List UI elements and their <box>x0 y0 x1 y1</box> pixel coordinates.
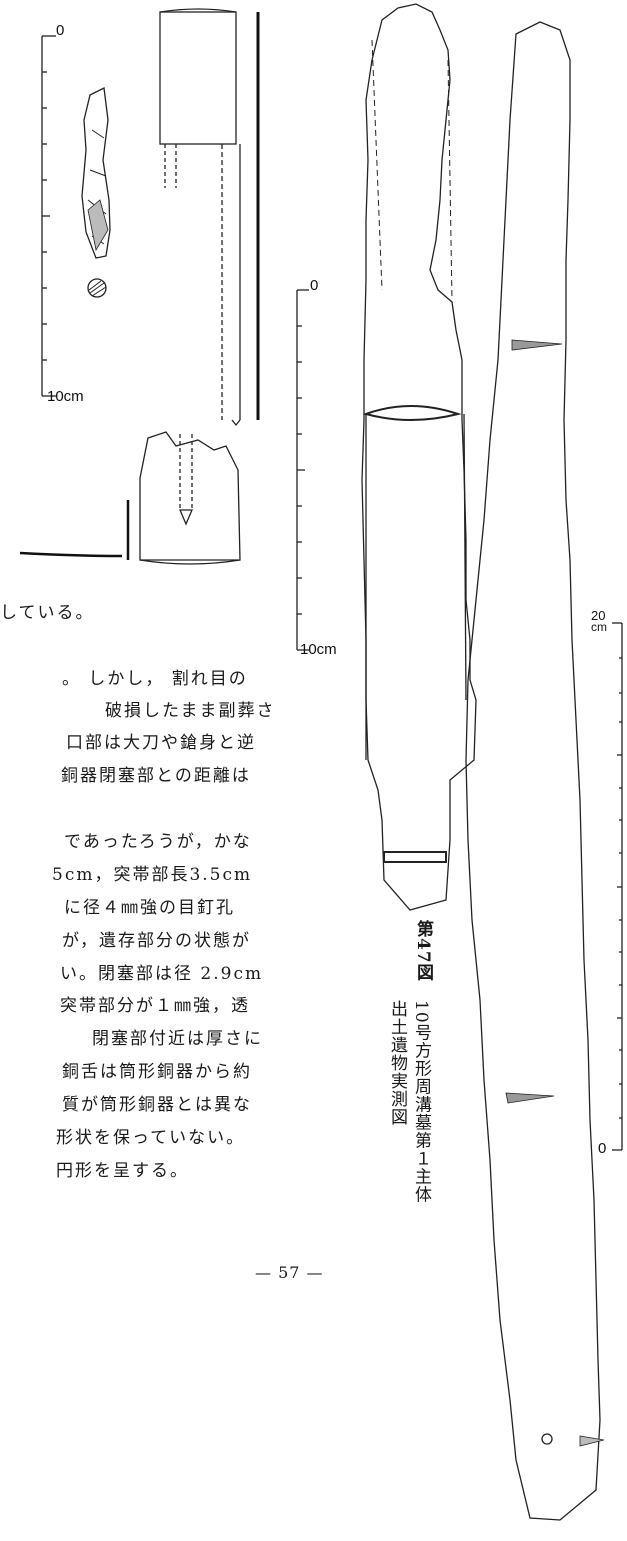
body-line: であったろうが，かな <box>64 832 252 852</box>
body-line: 口部は大刀や鎗身と逆 <box>66 733 256 753</box>
figure-label: 第47図 <box>413 920 433 982</box>
scale-bar-upper-left <box>41 35 56 397</box>
body-line: 質が筒形銅器とは異な <box>62 1095 252 1115</box>
scale-upper-left-top-label: 0 <box>56 22 65 39</box>
body-line: い。閉塞部は径 2.9cm <box>60 964 264 984</box>
scale-middle-bottom-label: 10cm <box>300 641 337 658</box>
scale-upper-left-bottom-label: 10cm <box>47 388 84 405</box>
scale-right-bottom-label: 0 <box>598 1140 607 1157</box>
body-line: 5cm，突帯部長3.5cm <box>52 865 253 885</box>
sword-drawing <box>361 3 477 911</box>
body-line: 円形を呈する。 <box>56 1161 189 1181</box>
body-line: 銅舌は筒形銅器から約 <box>62 1062 252 1082</box>
body-line: 突帯部分が１㎜強，透 <box>60 996 250 1016</box>
body-line: 閉塞部付近は厚さに <box>92 1029 263 1049</box>
body-line: している。 <box>0 603 95 623</box>
scale-right-top-label: 20 <box>591 608 606 623</box>
body-line: 。 しかし， 割れ目の <box>62 669 248 689</box>
body-line: 破損したまま副葬さ <box>105 701 276 721</box>
figure-title-line2: 出土遺物実測図 <box>387 1000 407 1126</box>
page-number: — 57 — <box>255 1263 324 1282</box>
fragment-pointed <box>81 87 111 298</box>
tubular-bronze-artifact <box>159 8 260 427</box>
scale-bar-right <box>612 622 623 1151</box>
scale-middle-top-label: 0 <box>310 277 319 294</box>
body-line: に径４㎜強の目釘孔 <box>64 898 235 918</box>
long-blade-drawing <box>465 21 605 1521</box>
scale-bar-middle <box>296 289 309 651</box>
socket-artifact <box>19 431 241 565</box>
body-line: 形状を保っていない。 <box>56 1128 246 1148</box>
body-line: が，遺存部分の状態が <box>62 931 251 951</box>
scale-right-unit-label: cm <box>591 620 607 634</box>
body-line: 銅器閉塞部との距離は <box>61 766 251 786</box>
figure-title-line1: 10号方形周溝墓第１主体 <box>411 1000 431 1204</box>
